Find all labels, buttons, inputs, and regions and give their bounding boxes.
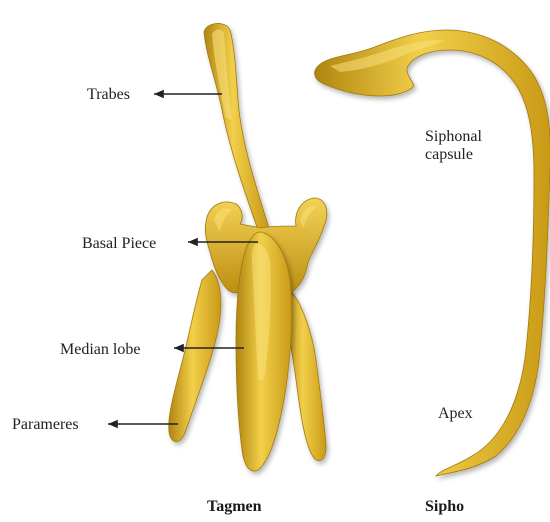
sipho-caption: Sipho — [425, 498, 464, 516]
sipho-shape — [315, 30, 550, 476]
left-paramere-shape — [169, 270, 221, 442]
trabes-shape — [204, 23, 268, 233]
basal-piece-label: Basal Piece — [82, 235, 156, 253]
tagmen-caption: Tagmen — [207, 498, 262, 516]
apex-label: Apex — [438, 405, 473, 423]
trabes-label: Trabes — [87, 86, 130, 104]
parameres-label: Parameres — [12, 416, 79, 434]
siphonal-capsule-label: Siphonal capsule — [425, 128, 515, 164]
median-lobe-label: Median lobe — [60, 341, 140, 359]
